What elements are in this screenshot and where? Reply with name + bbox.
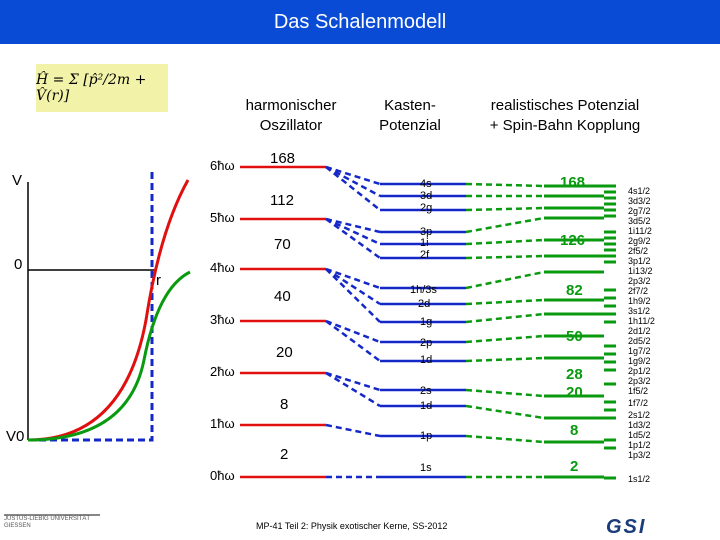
- ho-magic-2: 2: [280, 446, 289, 463]
- ho-magic-40: 40: [274, 288, 291, 305]
- header-ho-line2: Oszillator: [259, 117, 323, 134]
- real-levels: [544, 184, 616, 480]
- title-bar: Das Schalenmodell: [0, 0, 720, 44]
- box-level-label: 2f: [420, 249, 430, 261]
- box-level-label: 2d: [418, 298, 431, 310]
- ho-level-name-1: 1ħω: [210, 416, 235, 431]
- header-real: realistisches Potenzial + Spin-Bahn Kopp…: [470, 96, 660, 136]
- box-level-label: 1h/3s: [410, 284, 437, 296]
- box-level-label: 1s: [420, 462, 432, 474]
- ho-level-name-6: 6ħω: [210, 158, 235, 173]
- header-real-line1: realistisches Potenzial: [490, 97, 640, 114]
- box-level-label: 2g: [420, 202, 433, 214]
- real-magic-20: 20: [566, 384, 583, 401]
- box-level-label: 1i: [420, 237, 429, 249]
- ho-magic-168: 168: [270, 150, 296, 167]
- box-levels: [380, 182, 466, 479]
- ho-magic-112: 112: [270, 192, 294, 209]
- real-magic-82: 82: [566, 282, 583, 299]
- real-magic-28: 28: [566, 366, 583, 383]
- real-states-group5: 2f5/2 3p1/2 1i13/2 2p3/2 2f7/2 1h9/2: [628, 246, 653, 306]
- box-level-label: 3d: [420, 190, 433, 202]
- axis-v0-label: V0: [6, 428, 25, 445]
- box-level-label: 1p: [420, 430, 433, 442]
- real-states-group1: 2s1/2 1d3/2 1d5/2: [628, 410, 651, 440]
- page-title: Das Schalenmodell: [273, 10, 447, 33]
- ho-level-name-3: 3ħω: [210, 312, 235, 327]
- axis-zero-label: 0: [14, 256, 23, 273]
- realistic-potential: [27, 270, 191, 442]
- real-states-group4: 3s1/2 1h11/2 2d1/2 2d5/2 1g7/2: [628, 306, 655, 356]
- axis-r-label: r: [156, 272, 161, 289]
- ho-levels: [240, 165, 326, 479]
- header-ho-line1: harmonischer: [245, 97, 337, 114]
- header-ho: harmonischer Oszillator: [226, 96, 356, 136]
- header-box-line1: Kasten-: [384, 97, 436, 114]
- real-states-group2: 1f7/2: [628, 398, 649, 408]
- ho-level-name-5: 5ħω: [210, 210, 235, 225]
- hamiltonian-formula: Ĥ = Σ [p̂²/2m + V̂(r)]: [36, 64, 168, 112]
- ho-magic-20: 20: [276, 344, 293, 361]
- real-magic-2: 2: [570, 458, 579, 475]
- box-level-label: 2p: [420, 337, 433, 349]
- box-real-connectors: [465, 182, 545, 479]
- ho-magic-70: 70: [274, 236, 291, 253]
- real-states-group3: 1g9/2 2p1/2 2p3/2 1f5/2: [628, 356, 651, 396]
- real-states-group6: 4s1/2 3d3/2 2g7/2 3d5/2 1i11/2 2g9/2: [628, 186, 652, 246]
- footer-text: MP-41 Teil 2: Physik exotischer Kerne, S…: [256, 521, 448, 531]
- axis-v-label: V: [12, 172, 23, 189]
- university-logo: JUSTUS-LIEBIG UNIVERSITÄT GIESSEN: [4, 514, 100, 538]
- real-magic-8: 8: [570, 422, 579, 439]
- ho-magic-8: 8: [280, 396, 289, 413]
- box-potential: [28, 168, 154, 442]
- box-level-label: 1g: [420, 316, 433, 328]
- box-level-label: 1d: [420, 400, 433, 412]
- ho-level-name-4: 4ħω: [210, 260, 235, 275]
- gsi-logo: GSI: [606, 516, 647, 538]
- box-level-label: 1d: [420, 354, 433, 366]
- real-states-ground: 1s1/2: [628, 474, 651, 484]
- ho-box-connectors: [325, 165, 381, 479]
- real-magic-50: 50: [566, 328, 583, 345]
- header-box-line2: Potenzial: [379, 117, 441, 134]
- real-magic-126: 126: [560, 232, 586, 249]
- box-level-label: 3p: [420, 226, 433, 238]
- oscillator-potential: [27, 179, 190, 442]
- box-level-label: 2s: [420, 385, 432, 397]
- real-states-group0: 1p1/2 1p3/2: [628, 440, 651, 460]
- header-box: Kasten- Potenzial: [360, 96, 460, 136]
- ho-level-name-2: 2ħω: [210, 364, 235, 379]
- ho-level-name-0: 0ħω: [210, 468, 235, 483]
- box-level-label: 4s: [420, 178, 432, 190]
- real-magic-168: 168: [560, 174, 586, 191]
- header-real-line2: + Spin-Bahn Kopplung: [489, 117, 641, 134]
